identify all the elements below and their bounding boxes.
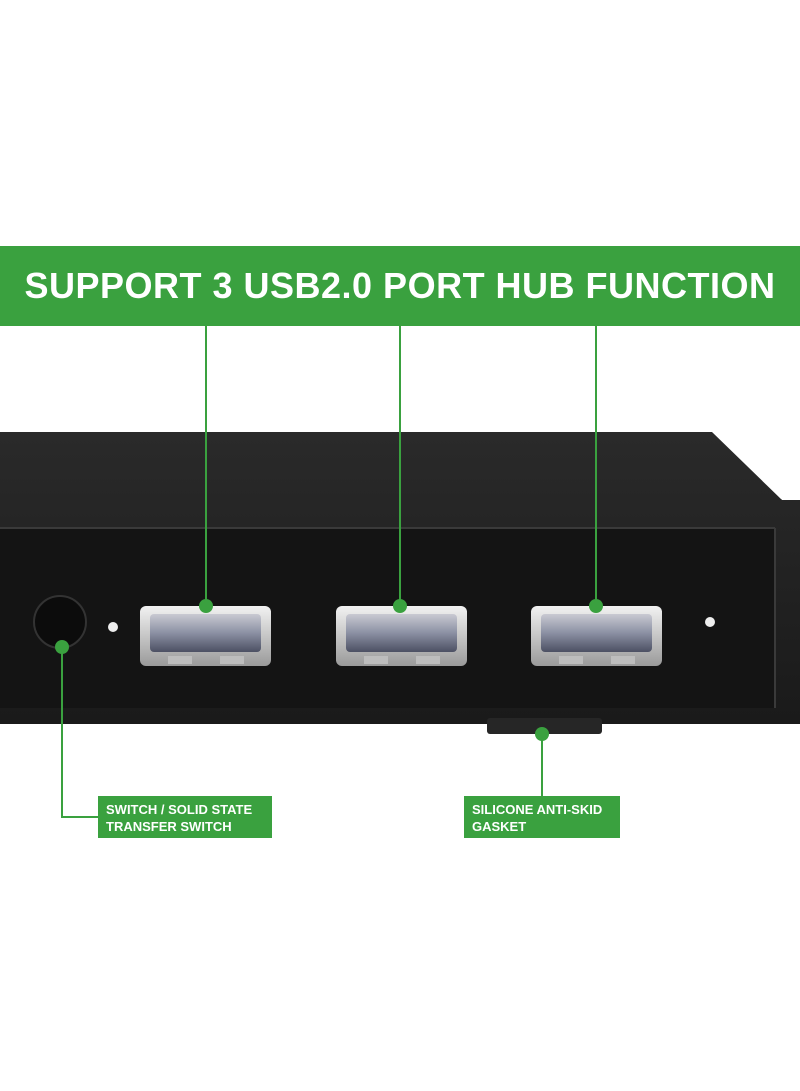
leader-line-switch bbox=[61, 647, 100, 818]
usb-port-1 bbox=[140, 606, 271, 666]
headline-banner: SUPPORT 3 USB2.0 PORT HUB FUNCTION bbox=[0, 246, 800, 326]
headline-title: SUPPORT 3 USB2.0 PORT HUB FUNCTION bbox=[24, 265, 776, 306]
left-led-indicator bbox=[108, 622, 118, 632]
callout-gasket-line2: GASKET bbox=[472, 819, 527, 834]
leader-dot-switch bbox=[55, 640, 69, 654]
callout-switch: SWITCH / SOLID STATE TRANSFER SWITCH bbox=[98, 796, 272, 838]
usb-port-3 bbox=[531, 606, 662, 666]
callout-gasket-line1: SILICONE ANTI-SKID bbox=[472, 802, 603, 817]
callout-switch-line1: SWITCH / SOLID STATE bbox=[106, 802, 253, 817]
usb-port-2 bbox=[336, 606, 467, 666]
leader-dot-port-2 bbox=[393, 599, 407, 613]
anti-skid-gasket bbox=[487, 718, 602, 734]
callout-switch-line2: TRANSFER SWITCH bbox=[106, 819, 232, 834]
callout-gasket: SILICONE ANTI-SKID GASKET bbox=[464, 796, 620, 838]
switch-button bbox=[33, 595, 87, 649]
leader-dot-gasket bbox=[535, 727, 549, 741]
leader-dot-port-1 bbox=[199, 599, 213, 613]
right-led-indicator bbox=[705, 617, 715, 627]
leader-dot-port-3 bbox=[589, 599, 603, 613]
